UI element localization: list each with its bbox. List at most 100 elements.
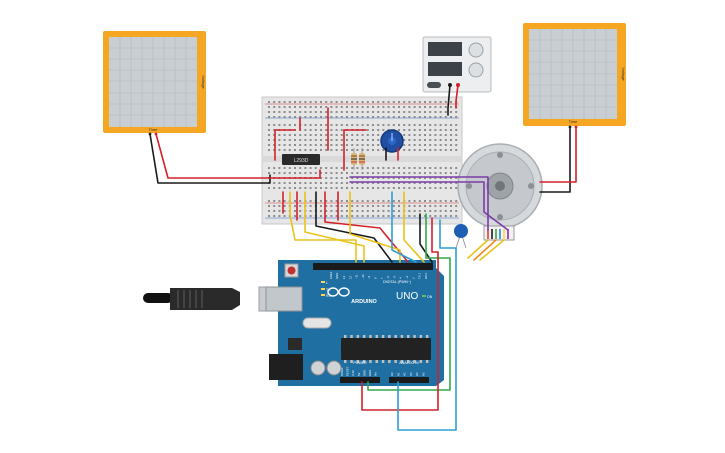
breadboard-hole[interactable] [439, 134, 442, 136]
breadboard-hole[interactable] [382, 149, 385, 151]
breadboard-hole[interactable] [398, 182, 400, 184]
breadboard-hole[interactable] [434, 187, 437, 189]
breadboard-hole[interactable] [403, 182, 406, 184]
breadboard-hole[interactable] [382, 116, 385, 118]
breadboard-hole[interactable] [455, 205, 458, 207]
breadboard-hole[interactable] [283, 200, 286, 202]
breadboard-hole[interactable] [418, 210, 421, 212]
breadboard-hole[interactable] [283, 187, 286, 189]
breadboard-hole[interactable] [351, 124, 354, 126]
oscilloscope-left[interactable]: Time Voltage [103, 31, 206, 136]
breadboard-hole[interactable] [424, 210, 426, 212]
breadboard-hole[interactable] [278, 116, 281, 118]
breadboard-hole[interactable] [455, 124, 458, 126]
breadboard-hole[interactable] [398, 111, 400, 113]
power-header[interactable] [340, 377, 380, 383]
breadboard-hole[interactable] [372, 101, 374, 103]
breadboard-hole[interactable] [372, 106, 374, 108]
breadboard-hole[interactable] [268, 205, 270, 207]
breadboard-hole[interactable] [434, 106, 437, 108]
breadboard-hole[interactable] [278, 215, 281, 217]
breadboard-hole[interactable] [382, 167, 385, 169]
breadboard-hole[interactable] [314, 182, 317, 184]
breadboard-hole[interactable] [429, 149, 432, 151]
breadboard-hole[interactable] [372, 177, 374, 179]
breadboard-hole[interactable] [325, 182, 328, 184]
breadboard-hole[interactable] [356, 111, 359, 113]
breadboard-hole[interactable] [403, 139, 406, 141]
wire-psu-gnd[interactable] [447, 84, 451, 116]
breadboard-hole[interactable] [455, 139, 458, 141]
breadboard-hole[interactable] [320, 177, 322, 179]
breadboard-hole[interactable] [424, 106, 426, 108]
breadboard-hole[interactable] [413, 129, 416, 131]
breadboard-hole[interactable] [450, 210, 452, 212]
breadboard-hole[interactable] [294, 144, 296, 146]
breadboard-hole[interactable] [330, 177, 333, 179]
wire-psu-vcc[interactable] [455, 84, 459, 109]
breadboard-hole[interactable] [304, 139, 307, 141]
breadboard-hole[interactable] [356, 177, 359, 179]
breadboard-hole[interactable] [314, 101, 317, 103]
breadboard-hole[interactable] [408, 205, 411, 207]
wire-red-loop[interactable] [361, 217, 439, 411]
psu-current-knob[interactable] [468, 62, 484, 78]
breadboard-hole[interactable] [387, 182, 390, 184]
wire-blue-loop[interactable] [397, 219, 457, 431]
breadboard-hole[interactable] [299, 210, 302, 212]
breadboard-hole[interactable] [434, 116, 437, 118]
breadboard-hole[interactable] [351, 205, 354, 207]
breadboard-hole[interactable] [278, 144, 281, 146]
breadboard-hole[interactable] [340, 139, 343, 141]
breadboard-hole[interactable] [294, 116, 296, 118]
breadboard-hole[interactable] [366, 116, 369, 118]
breadboard-hole[interactable] [335, 144, 338, 146]
breadboard-hole[interactable] [283, 106, 286, 108]
breadboard-hole[interactable] [377, 200, 380, 202]
breadboard-hole[interactable] [424, 124, 426, 126]
breadboard-hole[interactable] [278, 124, 281, 126]
breadboard-hole[interactable] [366, 111, 369, 113]
breadboard-hole[interactable] [330, 187, 333, 189]
breadboard-hole[interactable] [413, 205, 416, 207]
breadboard-hole[interactable] [382, 177, 385, 179]
breadboard-hole[interactable] [340, 129, 343, 131]
breadboard-hole[interactable] [320, 101, 322, 103]
breadboard-hole[interactable] [288, 144, 291, 146]
breadboard-hole[interactable] [392, 205, 395, 207]
breadboard-hole[interactable] [304, 134, 307, 136]
breadboard-hole[interactable] [294, 210, 296, 212]
breadboard-hole[interactable] [361, 210, 364, 212]
breadboard-hole[interactable] [288, 124, 291, 126]
breadboard-hole[interactable] [444, 187, 447, 189]
breadboard-hole[interactable] [356, 101, 359, 103]
breadboard-hole[interactable] [294, 111, 296, 113]
breadboard-hole[interactable] [408, 167, 411, 169]
breadboard-hole[interactable] [408, 134, 411, 136]
breadboard-hole[interactable] [314, 106, 317, 108]
breadboard-hole[interactable] [325, 139, 328, 141]
breadboard-hole[interactable] [403, 111, 406, 113]
breadboard-hole[interactable] [372, 205, 374, 207]
breadboard-hole[interactable] [278, 167, 281, 169]
breadboard-hole[interactable] [294, 182, 296, 184]
breadboard-hole[interactable] [398, 210, 400, 212]
breadboard-hole[interactable] [288, 116, 291, 118]
breadboard-hole[interactable] [268, 129, 270, 131]
breadboard-hole[interactable] [325, 149, 328, 151]
breadboard-hole[interactable] [366, 210, 369, 212]
breadboard-hole[interactable] [346, 172, 348, 174]
breadboard-hole[interactable] [283, 205, 286, 207]
breadboard-hole[interactable] [320, 106, 322, 108]
breadboard-hole[interactable] [335, 210, 338, 212]
breadboard-hole[interactable] [444, 167, 447, 169]
breadboard-hole[interactable] [356, 200, 359, 202]
breadboard-hole[interactable] [351, 149, 354, 151]
breadboard-hole[interactable] [299, 187, 302, 189]
breadboard-hole[interactable] [444, 139, 447, 141]
breadboard-hole[interactable] [444, 149, 447, 151]
breadboard-hole[interactable] [314, 172, 317, 174]
breadboard-hole[interactable] [361, 106, 364, 108]
breadboard-hole[interactable] [372, 124, 374, 126]
breadboard-hole[interactable] [429, 172, 432, 174]
